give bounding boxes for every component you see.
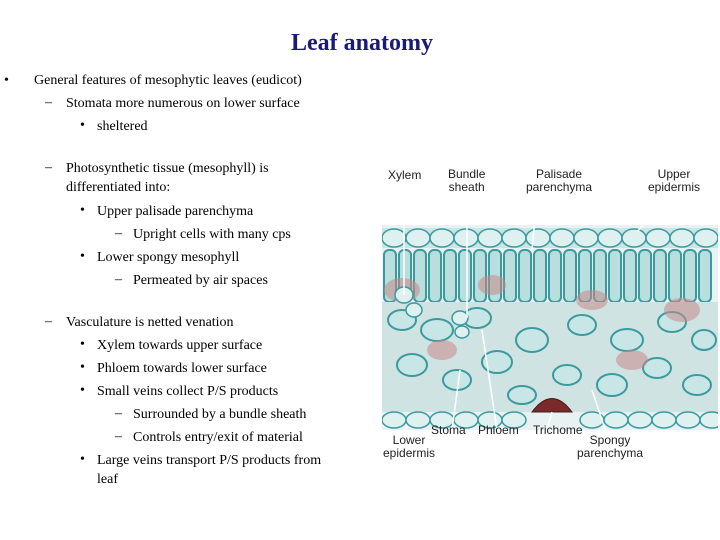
leaf-cross-section-image	[382, 190, 718, 445]
dash-marker: –	[45, 95, 52, 110]
bullet-lower-spongy: Lower spongy mesophyll	[97, 250, 240, 265]
dash-marker: –	[115, 272, 122, 287]
label-palisade-line2: parenchyma	[526, 180, 593, 194]
upper-epidermis-cells	[382, 228, 718, 248]
bullet-photosynthetic-tissue-cont: differentiated into:	[66, 180, 171, 195]
slide-title: Leaf anatomy	[291, 30, 433, 56]
label-palisade-line1: Palisade	[536, 167, 583, 181]
label-spongy-line2: parenchyma	[577, 446, 644, 460]
bullet-bundle-sheath: Surrounded by a bundle sheath	[133, 407, 307, 422]
bullet-large-veins-cont: leaf	[97, 472, 118, 487]
bullet-marker: •	[80, 249, 85, 264]
bullet-phloem-lower: Phloem towards lower surface	[97, 361, 267, 376]
bullet-marker: •	[80, 360, 85, 375]
label-phloem: Phloem	[478, 423, 519, 437]
bullet-marker: •	[4, 73, 9, 88]
label-trichome: Trichome	[533, 423, 583, 437]
bullet-marker: •	[80, 452, 85, 467]
bullet-upright-cells: Upright cells with many cps	[133, 227, 291, 242]
label-lower-epidermis: Lower epidermis	[383, 434, 435, 460]
bullet-general-features: General features of mesophytic leaves (e…	[34, 73, 302, 88]
label-upper-epidermis-line1: Upper	[657, 167, 691, 181]
bullet-vasculature: Vasculature is netted venation	[66, 315, 234, 330]
label-upper-epidermis: Upper epidermis	[648, 168, 700, 194]
dash-marker: –	[45, 160, 52, 175]
bullet-xylem-upper: Xylem towards upper surface	[97, 338, 263, 353]
label-upper-epidermis-line2: epidermis	[648, 180, 701, 194]
label-spongy-line1: Spongy	[589, 433, 631, 447]
trichome-shape	[531, 398, 573, 413]
bullet-sheltered: sheltered	[97, 119, 148, 134]
bullet-stomata: Stomata more numerous on lower surface	[66, 96, 300, 111]
label-bundle-sheath-line2: sheath	[448, 180, 485, 194]
bullet-marker: •	[80, 337, 85, 352]
bullet-marker: •	[80, 118, 85, 133]
dash-marker: –	[45, 314, 52, 329]
bullet-marker: •	[80, 383, 85, 398]
label-spongy-parenchyma: Spongy parenchyma	[577, 434, 643, 460]
label-lower-epidermis-line2: epidermis	[383, 446, 436, 460]
label-bundle-sheath-line1: Bundle	[448, 167, 486, 181]
label-bundle-sheath: Bundle sheath	[448, 168, 485, 194]
dash-marker: –	[115, 406, 122, 421]
palisade-layer	[383, 249, 712, 303]
label-lower-epidermis-line1: Lower	[392, 433, 426, 447]
bullet-photosynthetic-tissue: Photosynthetic tissue (mesophyll) is	[66, 161, 269, 176]
label-stoma: Stoma	[431, 423, 466, 437]
dash-marker: –	[115, 429, 122, 444]
bullet-entry-exit: Controls entry/exit of material	[133, 430, 303, 445]
bullet-small-veins: Small veins collect P/S products	[97, 384, 279, 399]
bullet-marker: •	[80, 203, 85, 218]
dash-marker: –	[115, 226, 122, 241]
label-palisade-parenchyma: Palisade parenchyma	[526, 168, 592, 194]
label-xylem: Xylem	[388, 168, 422, 182]
bullet-large-veins: Large veins transport P/S products from	[97, 453, 322, 468]
bullet-upper-palisade: Upper palisade parenchyma	[97, 204, 254, 219]
bullet-air-spaces: Permeated by air spaces	[133, 273, 268, 288]
